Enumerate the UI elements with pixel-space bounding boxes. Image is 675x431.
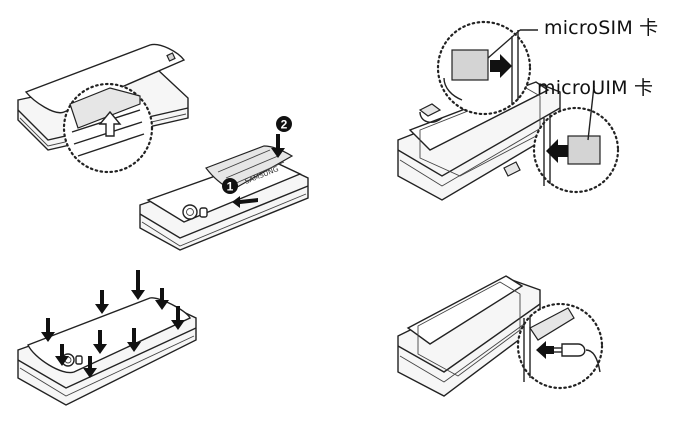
microuim-card bbox=[567, 135, 601, 165]
press-arrows bbox=[41, 270, 185, 378]
usb-plug bbox=[561, 343, 586, 357]
microsim-card bbox=[451, 49, 489, 81]
insert-arrow-1 bbox=[232, 196, 258, 208]
label-microsim: microSIM 卡 bbox=[544, 17, 659, 39]
panel-insert-sim bbox=[397, 20, 620, 201]
charge-arrow bbox=[536, 341, 554, 359]
lift-arrow bbox=[98, 110, 122, 137]
back-cover bbox=[24, 43, 186, 114]
microsim-arrow bbox=[490, 54, 512, 78]
panel-remove-cover bbox=[17, 43, 189, 174]
panel-insert-battery: SAMSUNG 1 2 bbox=[139, 116, 309, 251]
panel-charge bbox=[397, 275, 604, 397]
camera-icon bbox=[182, 204, 198, 220]
phone-screen-2 bbox=[417, 281, 521, 377]
step-label-2: 2 bbox=[281, 118, 288, 132]
step-label-1: 1 bbox=[227, 180, 234, 194]
microuim-arrow bbox=[546, 139, 568, 163]
insert-arrow-2 bbox=[271, 134, 285, 158]
label-microuim: microUIM 卡 bbox=[537, 77, 654, 99]
step-badge-2 bbox=[276, 116, 292, 132]
panel-replace-cover bbox=[17, 270, 197, 406]
step-badge-1 bbox=[222, 178, 238, 194]
